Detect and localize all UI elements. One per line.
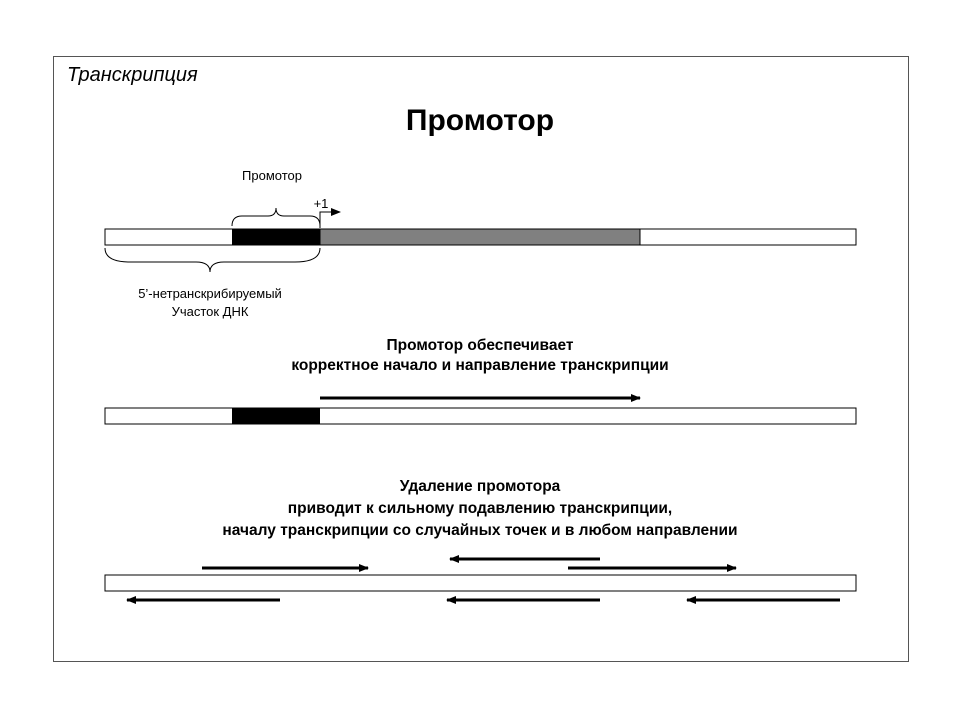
tss-arrow: [319, 208, 341, 228]
promoter-brace: [231, 207, 321, 227]
dna-strand-2: [104, 407, 857, 425]
dna-strand-3: [104, 574, 857, 592]
caption-2-line2: приводит к сильному подавлению транскрип…: [287, 500, 673, 517]
slide-frame: [53, 56, 909, 662]
tss-label: +1: [313, 196, 329, 211]
caption-2-line1: Удаление промотора: [399, 478, 561, 495]
utr-label-line2: Участок ДНК: [171, 304, 249, 319]
caption-1-line2: корректное начало и направление транскри…: [291, 357, 669, 374]
section-label: Транскрипция: [67, 64, 198, 86]
promoter-label: Промотор: [242, 168, 302, 183]
gene-diagram-1: [104, 207, 857, 273]
utr-label-line1: 5’-нетранскрибируемый: [138, 286, 282, 301]
promoter-box-2: [232, 408, 320, 424]
gene-diagram-3: [104, 555, 857, 604]
transcribed-region: [319, 228, 641, 246]
utr-brace: [104, 247, 321, 273]
caption-2-line3: началу транскрипции со случайных точек и…: [222, 522, 738, 539]
caption-1-line1: Промотор обеспечивает: [386, 337, 574, 354]
promoter-box-1: [232, 229, 320, 245]
gene-diagram-2: [104, 394, 857, 425]
page-title: Промотор: [405, 104, 555, 137]
